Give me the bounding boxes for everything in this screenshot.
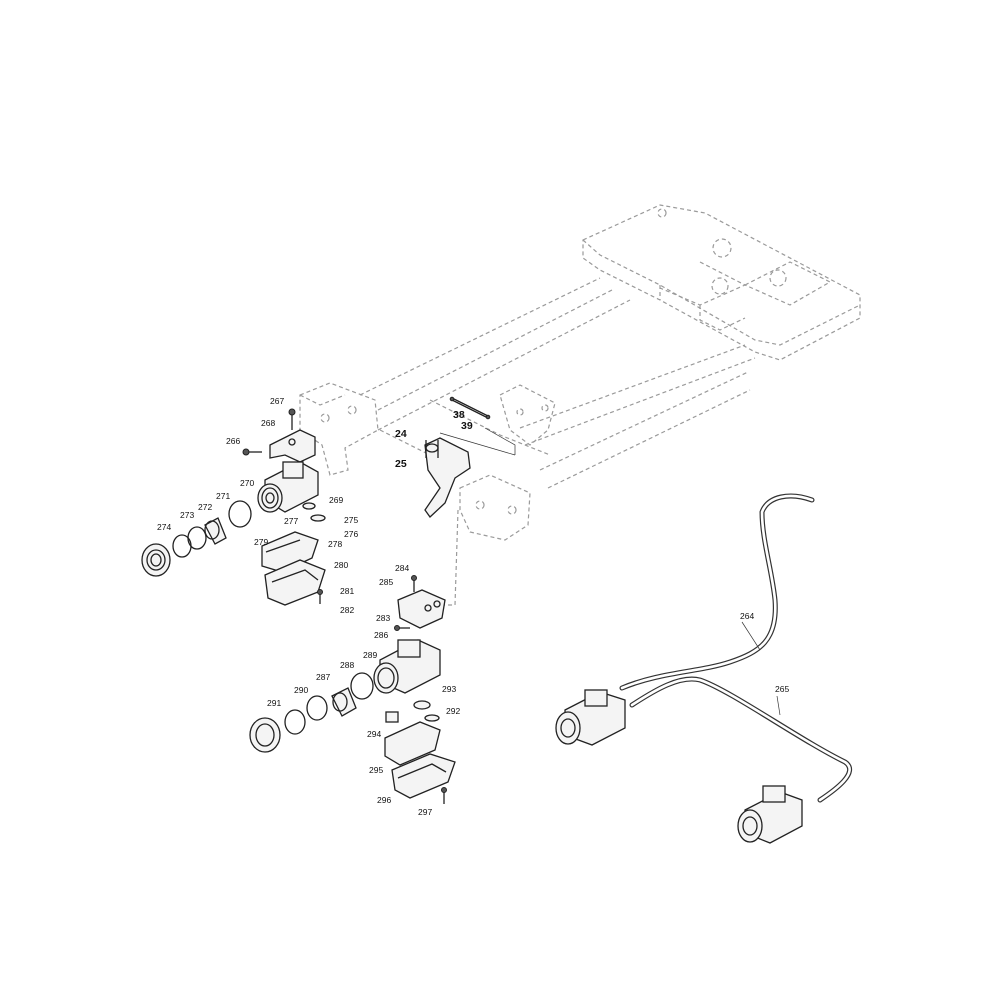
callout-297: 297 — [418, 807, 432, 817]
callout-275: 275 — [344, 515, 358, 525]
callout-24: 24 — [395, 428, 407, 440]
upper-valve-assembly — [141, 408, 326, 606]
callout-270: 270 — [240, 478, 254, 488]
callout-279: 279 — [254, 537, 268, 547]
callout-280: 280 — [334, 560, 348, 570]
callout-296: 296 — [377, 795, 391, 805]
callout-277: 277 — [284, 516, 298, 526]
callout-274: 274 — [157, 522, 171, 532]
callout-272: 272 — [198, 502, 212, 512]
hose-assembly — [555, 493, 853, 844]
lower-valve-assembly — [249, 575, 456, 804]
callout-271: 271 — [216, 491, 230, 501]
callout-266: 266 — [226, 436, 240, 446]
pivot-link-assembly — [424, 396, 516, 518]
callout-292: 292 — [446, 706, 460, 716]
callout-276: 276 — [344, 529, 358, 539]
callout-25: 25 — [395, 458, 407, 470]
callout-291: 291 — [267, 698, 281, 708]
callout-289: 289 — [363, 650, 377, 660]
callout-268: 268 — [261, 418, 275, 428]
callout-273: 273 — [180, 510, 194, 520]
callout-295: 295 — [369, 765, 383, 775]
callout-294: 294 — [367, 729, 381, 739]
callout-265: 265 — [775, 684, 789, 694]
callout-39: 39 — [461, 420, 473, 432]
chassis-frame — [299, 204, 861, 606]
callout-293: 293 — [442, 684, 456, 694]
callout-278: 278 — [328, 539, 342, 549]
callout-287: 287 — [316, 672, 330, 682]
callout-281: 281 — [340, 586, 354, 596]
callout-267: 267 — [270, 396, 284, 406]
callout-264: 264 — [740, 611, 754, 621]
callout-283: 283 — [376, 613, 390, 623]
callout-285: 285 — [379, 577, 393, 587]
callout-286: 286 — [374, 630, 388, 640]
callout-284: 284 — [395, 563, 409, 573]
callout-290: 290 — [294, 685, 308, 695]
callout-282: 282 — [340, 605, 354, 615]
callout-288: 288 — [340, 660, 354, 670]
callout-269: 269 — [329, 495, 343, 505]
callout-38: 38 — [453, 409, 465, 421]
